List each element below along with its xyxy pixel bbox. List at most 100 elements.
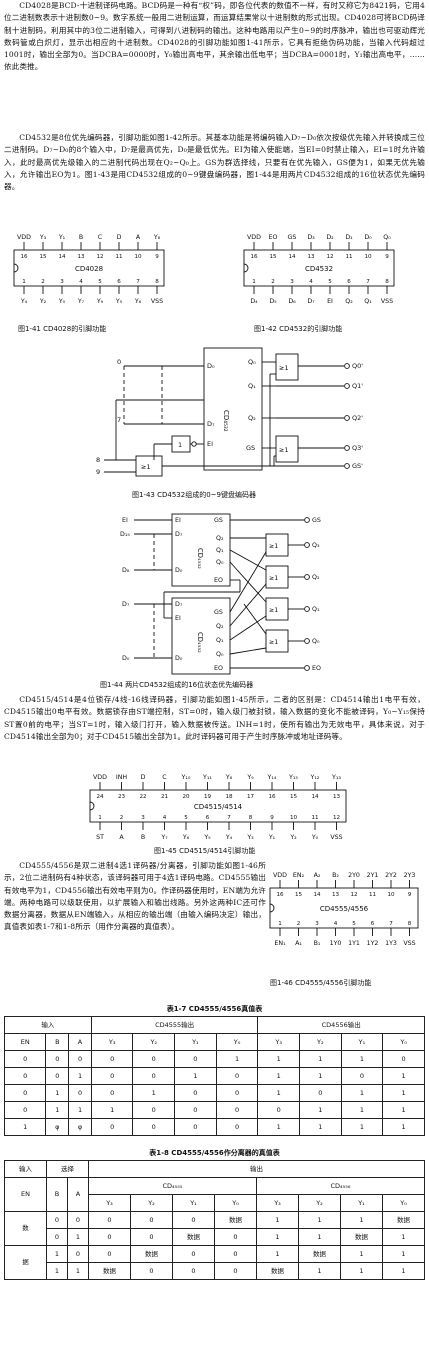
figure-45-cd4515: VDD241STINH232AD223BC214Y₇Y₁₀205Y₆Y₁₁196… (89, 774, 347, 841)
fig42-top-pin-2: GS (288, 234, 297, 241)
t7-cell-4-0: 1 (3, 1118, 47, 1136)
fig45-bot-num-10: 11 (311, 815, 319, 821)
t8-cell-3-4: 0 (130, 1262, 173, 1280)
fig46-bot-pin-7: VSS (403, 940, 415, 947)
fig42-bot-pin-1: D₅ (269, 298, 277, 305)
fig41-bot-num-3: 4 (79, 279, 83, 285)
fig45-bot-pin-5: Y₅ (203, 834, 211, 841)
t7-cell-0-8: 1 (299, 1050, 342, 1068)
fig46-top-num-1: 15 (295, 892, 303, 898)
fig46-bot-num-5: 6 (371, 921, 375, 927)
t8-cell-3-5: 0 (172, 1262, 215, 1280)
fig46-top-pin-6: 2Y2 (385, 872, 397, 879)
fig42-top-pin-5: D₁ (345, 234, 353, 241)
fig41-bot-pin-4: Y₉ (96, 298, 104, 305)
t7-cell-2-0: 0 (3, 1084, 47, 1102)
t7-cell-1-9: 0 (340, 1067, 384, 1085)
fig44-top-gs: GS (214, 517, 223, 524)
fig42-top-num-3: 13 (307, 254, 315, 260)
fig41-top-pin-1: Y₃ (39, 234, 47, 241)
t7-cell-1-10: 1 (382, 1067, 425, 1085)
t7-cell-1-5: 1 (174, 1067, 217, 1085)
fig44-gate-3: ≥1 (269, 607, 278, 614)
fig44-bot-q0: Q₀ (216, 651, 224, 658)
section-cd4555: CD4555/4556是双二进制4选1译码器/分离器，引脚功能如图1-46所示，… (4, 860, 425, 1002)
cd4532-chip-fig43 (203, 347, 263, 471)
t8-cell-0-8: 1 (298, 1211, 341, 1229)
fig41-bot-pin-0: Y₄ (20, 298, 28, 305)
t7-cell-2-9: 1 (340, 1084, 384, 1102)
fig46-bot-num-1: 2 (297, 921, 301, 927)
t7-cell-3-6: 0 (215, 1101, 259, 1119)
t8-cell-1-3: 0 (88, 1228, 131, 1246)
fig45-top-num-8: 16 (268, 794, 276, 800)
out-q1-label: Q1' (352, 382, 363, 390)
fig46-bot-num-7: 8 (408, 921, 412, 927)
fig45-top-num-0: 24 (96, 794, 104, 800)
figure-45-caption: 图1-45 CD4515/4514引脚功能 (154, 847, 256, 855)
t7-cell-3-0: 0 (3, 1101, 47, 1119)
fig45-top-num-7: 17 (247, 794, 255, 800)
t7-cell-0-0: 0 (3, 1050, 47, 1068)
t7-cell-1-6: 0 (215, 1067, 259, 1085)
para-cd4532: CD4532是8位优先编码器，引脚功能如图1-42所示。其基本功能是将编码输入D… (4, 133, 425, 192)
fig42-top-num-5: 11 (345, 254, 353, 260)
figure-46-cd4555: VDD161EN₁EN₂152A₁A₂143B₁B₂1341Y02Y01251Y… (269, 872, 419, 947)
table-7-caption: 表1-7 CD4555/4556真值表 (166, 1005, 263, 1013)
fig41-bot-num-0: 1 (22, 279, 26, 285)
t8-col-a: A (67, 1177, 89, 1212)
para-cd4028: CD4028是BCD-十进制译码电路。BCD码是一种有“权”码，即各位代表的数值… (4, 1, 425, 72)
fig42-bot-pin-2: D₆ (288, 298, 296, 305)
fig42-bot-pin-6: Q₁ (364, 298, 372, 305)
fig46-bot-num-0: 1 (278, 921, 282, 927)
fig45-bot-num-9: 10 (290, 815, 298, 821)
t8-cell-3-6: 0 (214, 1262, 257, 1280)
fig45-bot-pin-9: Y₂ (289, 834, 297, 841)
fig41-top-pin-2: Y₁ (58, 234, 66, 241)
fig41-top-pin-0: VDD (17, 234, 31, 241)
t8-cell-0-1: 0 (46, 1211, 68, 1229)
t8-cell-3-2: 1 (67, 1262, 89, 1280)
fig45-bot-num-7: 8 (249, 815, 253, 821)
t7-cell-1-1: 0 (45, 1067, 70, 1085)
t7-cell-3-10: 1 (382, 1101, 425, 1119)
fig45-top-pin-6: Y₈ (225, 774, 233, 781)
fig42-bot-num-3: 4 (309, 279, 313, 285)
fig42-top-pin-1: EO (269, 234, 278, 241)
fig45-top-num-10: 14 (311, 794, 319, 800)
t7-cell-3-5: 0 (174, 1101, 217, 1119)
t8-cell-2-10: 1 (382, 1245, 425, 1263)
fig44-ei-input: EI (122, 517, 128, 524)
t7-header-4556: CD4556输出 (257, 1016, 425, 1034)
fig45-top-pin-7: Y₉ (246, 774, 254, 781)
t8-cell-1-4: 0 (130, 1228, 173, 1246)
t8-cell-3-9: 1 (340, 1262, 383, 1280)
fig46-top-num-6: 10 (387, 892, 395, 898)
fig45-bot-num-0: 1 (98, 815, 102, 821)
t7-cell-4-9: 1 (340, 1118, 384, 1136)
fig42-top-pin-7: Q₀ (383, 234, 391, 241)
fig45-bot-pin-0: ST (96, 834, 104, 841)
t7-cell-4-2: φ (68, 1118, 92, 1136)
t8-col-6: Y₀ (214, 1194, 257, 1212)
fig45-top-pin-9: Y₁₅ (288, 774, 298, 781)
t8-header-output: 输出 (88, 1160, 425, 1178)
fig41-bot-num-2: 3 (60, 279, 64, 285)
fig42-top-num-2: 14 (288, 254, 296, 260)
t7-cell-3-2: 1 (68, 1101, 92, 1119)
out-gs-label: GS' (352, 462, 363, 470)
t7-header-input: 输入 (4, 1016, 92, 1034)
pin-d0-label: D₀ (207, 362, 215, 370)
fig42-bot-num-7: 8 (385, 279, 389, 285)
input-0-label: 0 (117, 358, 121, 366)
fig45-bot-num-11: 12 (333, 815, 340, 821)
t8-cell-3-1: 1 (46, 1262, 68, 1280)
t7-cell-1-4: 0 (132, 1067, 176, 1085)
figure-41-cd4028: VDD161Y₄Y₃152Y₂Y₁143Y₀B134Y₇C125Y₉D116Y₅… (13, 234, 165, 305)
t8-cell-0-7: 1 (256, 1211, 299, 1229)
fig45-top-pin-10: Y₁₂ (310, 774, 320, 781)
fig41-bot-num-4: 5 (98, 279, 102, 285)
t7-cell-4-3: 0 (90, 1118, 134, 1136)
